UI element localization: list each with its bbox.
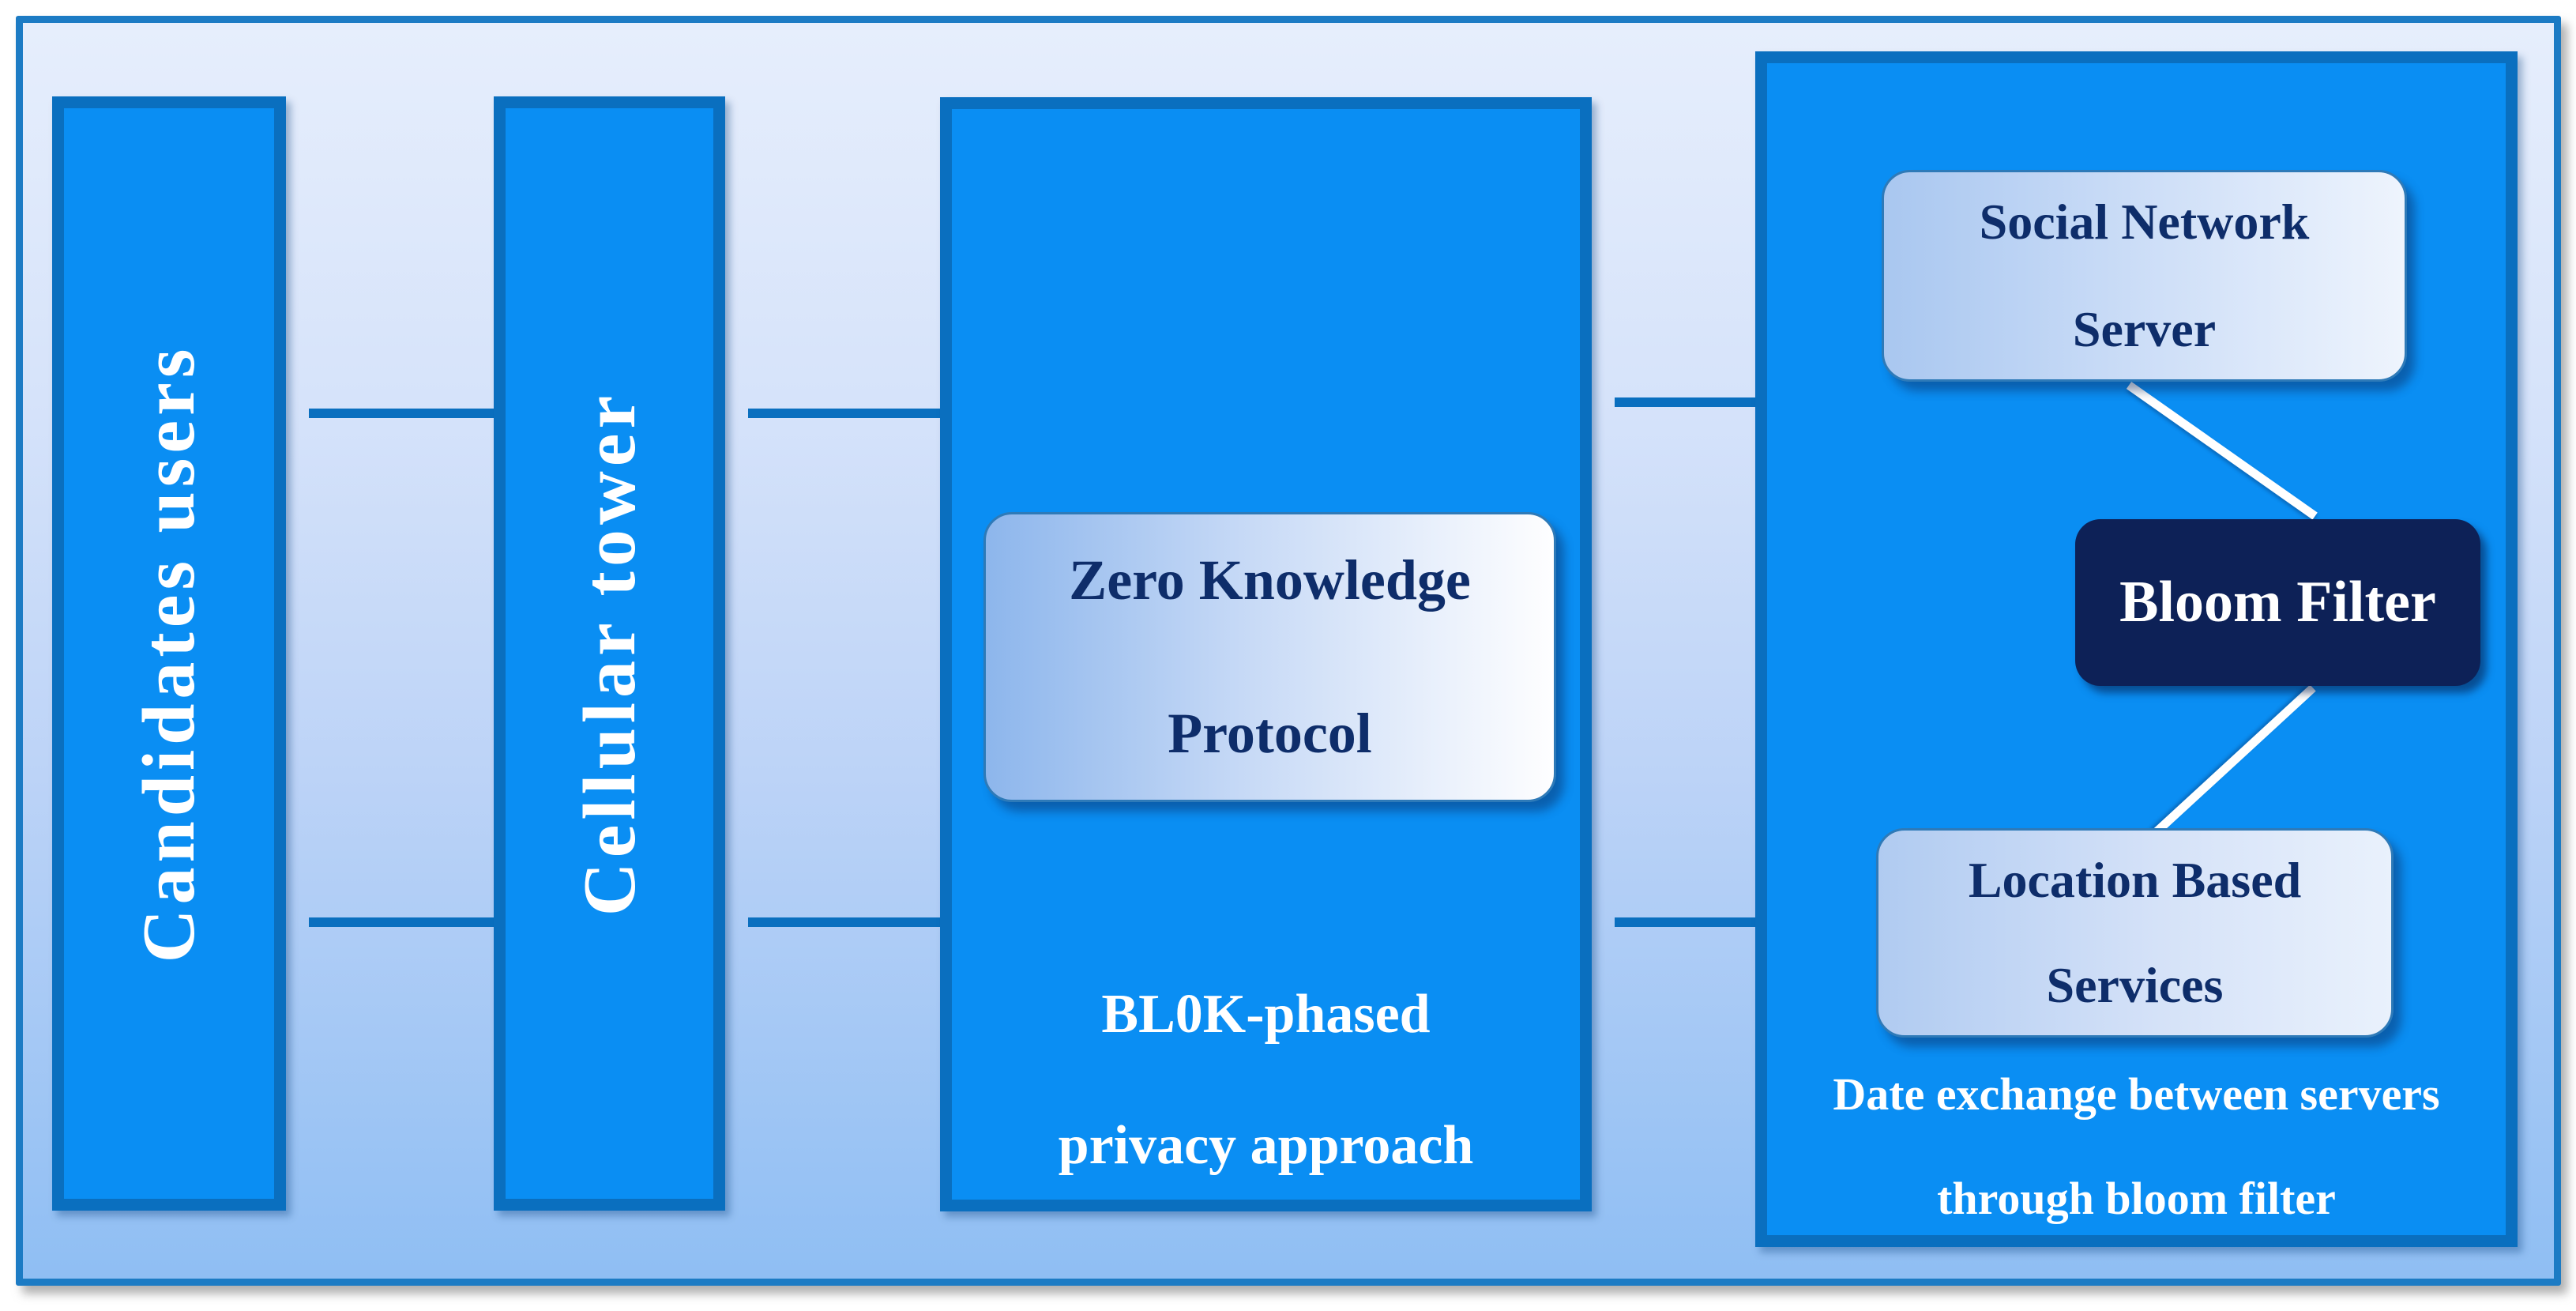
connector-line-users-tower-top — [309, 409, 517, 418]
blok-privacy-approach-caption: BL0K-phased privacy approach — [952, 983, 1580, 1177]
bloom-filter-label: Bloom Filter — [2119, 570, 2436, 635]
zkp-line2: Protocol — [1168, 702, 1372, 765]
zkp-line1: Zero Knowledge — [1069, 548, 1471, 612]
blok-caption-line1: BL0K-phased — [1101, 984, 1431, 1045]
connector-line-users-tower-bottom — [309, 917, 517, 927]
servers-caption-line2: through bloom filter — [1937, 1173, 2336, 1225]
zero-knowledge-protocol-box: Zero Knowledge Protocol — [983, 512, 1556, 802]
sns-line2: Server — [2072, 301, 2217, 357]
lbs-line2: Services — [2046, 957, 2224, 1013]
servers-caption-line1: Date exchange between servers — [1833, 1068, 2440, 1121]
sns-line1: Social Network — [1979, 194, 2310, 250]
bloom-filter-box: Bloom Filter — [2075, 519, 2480, 686]
servers-panel-caption: Date exchange between servers through bl… — [1767, 1069, 2506, 1224]
blok-caption-line2: privacy approach — [1058, 1115, 1474, 1176]
candidates-users-label: Candidates users — [128, 344, 210, 963]
connector-line-protocol-servers-top — [1615, 397, 1778, 407]
lbs-line1: Location Based — [1968, 852, 2302, 908]
cellular-tower-bar: Cellular tower — [494, 96, 725, 1211]
connector-line-protocol-servers-bottom — [1615, 917, 1778, 927]
cellular-tower-label: Cellular tower — [568, 390, 651, 917]
social-network-server-box: Social Network Server — [1882, 170, 2407, 382]
connector-line-tower-protocol-bottom — [748, 917, 963, 927]
connector-line-tower-protocol-top — [748, 409, 963, 418]
candidates-users-bar: Candidates users — [52, 96, 286, 1211]
location-based-services-box: Location Based Services — [1876, 828, 2394, 1038]
